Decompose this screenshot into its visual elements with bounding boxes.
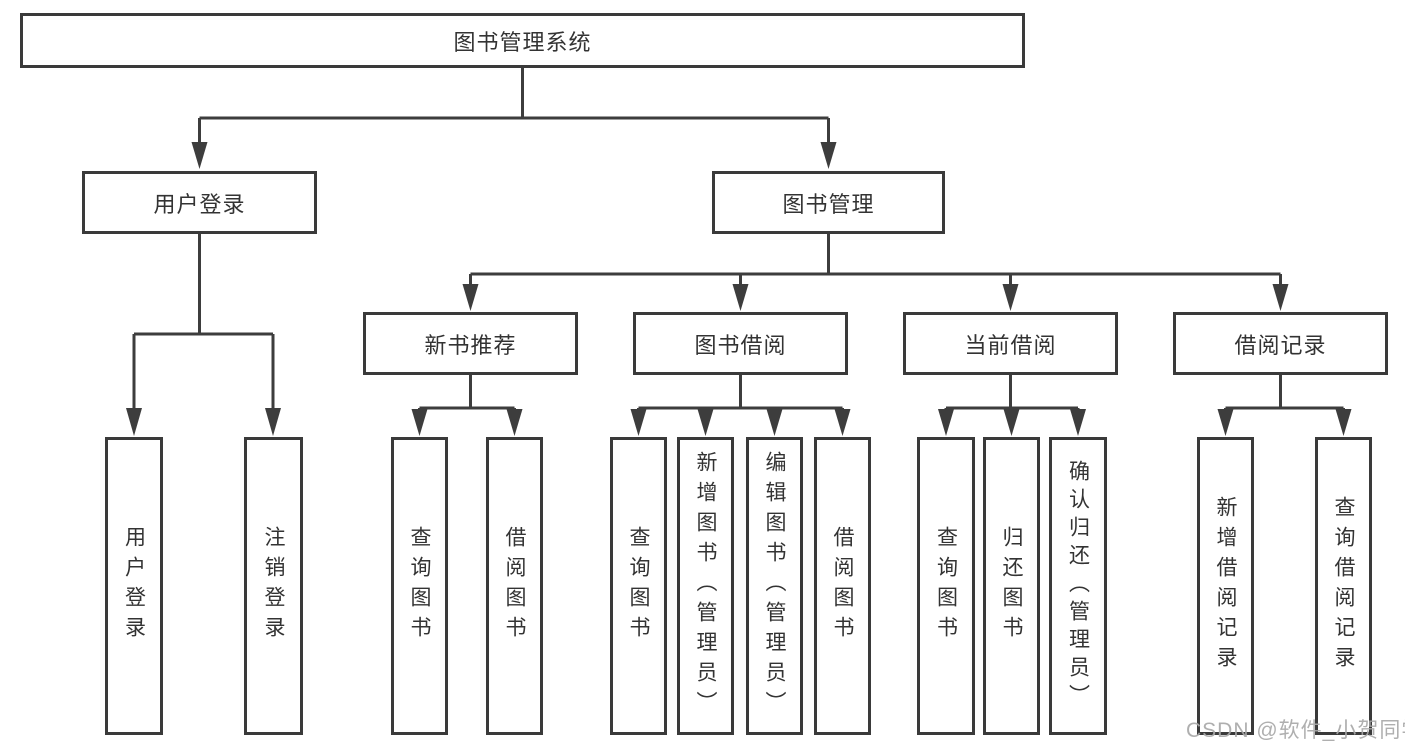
node-current-borrow-label: 当前借阅 <box>964 332 1057 358</box>
leaf-records-add-borrow-record: 新增借阅记录 <box>1197 437 1254 735</box>
node-book-borrow: 图书借阅 <box>633 312 848 375</box>
node-book-borrow-label: 图书借阅 <box>694 332 787 358</box>
leaf-user-login: 用户登录 <box>105 437 163 735</box>
leaf-user-login-label: 用户登录 <box>122 526 146 646</box>
leaf-current-confirm-return-admin: 确认归还（管理员） <box>1049 437 1107 735</box>
node-book-management: 图书管理 <box>712 171 945 234</box>
leaf-borrow-query-books-label: 查询图书 <box>627 526 650 646</box>
node-current-borrow: 当前借阅 <box>903 312 1118 375</box>
connector-bookborrow-to-leaves <box>630 374 851 436</box>
connector-userlogin-to-leaves <box>126 233 281 436</box>
node-root-system: 图书管理系统 <box>20 13 1025 68</box>
leaf-borrow-query-books: 查询图书 <box>610 437 667 735</box>
leaf-borrow-add-books-admin-label: 新增图书（管理员） <box>694 451 717 721</box>
csdn-watermark: CSDN @软件_小贺同学 <box>1186 719 1405 742</box>
node-borrow-records: 借阅记录 <box>1173 312 1388 375</box>
leaf-records-add-borrow-record-label: 新增借阅记录 <box>1214 496 1237 676</box>
leaf-borrow-borrow-books: 借阅图书 <box>814 437 871 735</box>
leaf-borrow-add-books-admin: 新增图书（管理员） <box>677 437 734 735</box>
leaf-current-query-books: 查询图书 <box>917 437 975 735</box>
leaf-borrow-borrow-books-label: 借阅图书 <box>831 526 854 646</box>
connector-bookmgmt-to-level3 <box>462 233 1289 311</box>
node-new-book-recommend-label: 新书推荐 <box>424 332 517 358</box>
node-book-management-label: 图书管理 <box>782 191 875 217</box>
node-borrow-records-label: 借阅记录 <box>1234 332 1327 358</box>
leaf-borrow-edit-books-admin-label: 编辑图书（管理员） <box>763 451 786 721</box>
node-user-login-label: 用户登录 <box>153 191 246 217</box>
leaf-records-query-borrow-record: 查询借阅记录 <box>1315 437 1372 735</box>
leaf-newbook-borrow-books: 借阅图书 <box>486 437 543 735</box>
leaf-logout-label: 注销登录 <box>262 526 285 646</box>
leaf-records-query-borrow-record-label: 查询借阅记录 <box>1332 496 1355 676</box>
leaf-borrow-edit-books-admin: 编辑图书（管理员） <box>746 437 803 735</box>
connector-borrowrecords-to-leaves <box>1217 374 1352 436</box>
leaf-newbook-query-books-label: 查询图书 <box>408 526 431 646</box>
leaf-current-return-books: 归还图书 <box>983 437 1040 735</box>
node-root-system-label: 图书管理系统 <box>453 29 592 55</box>
leaf-newbook-query-books: 查询图书 <box>391 437 448 735</box>
connector-currentborrow-to-leaves <box>938 374 1086 436</box>
leaf-newbook-borrow-books-label: 借阅图书 <box>503 526 526 646</box>
connector-newbookrec-to-leaves <box>411 374 523 436</box>
connector-root-to-level2 <box>191 68 837 169</box>
leaf-current-confirm-return-admin-label: 确认归还（管理员） <box>1066 460 1090 712</box>
leaf-current-query-books-label: 查询图书 <box>934 526 958 646</box>
leaf-current-return-books-label: 归还图书 <box>1000 526 1023 646</box>
node-new-book-recommend: 新书推荐 <box>363 312 578 375</box>
leaf-logout: 注销登录 <box>244 437 303 735</box>
node-user-login: 用户登录 <box>82 171 317 234</box>
